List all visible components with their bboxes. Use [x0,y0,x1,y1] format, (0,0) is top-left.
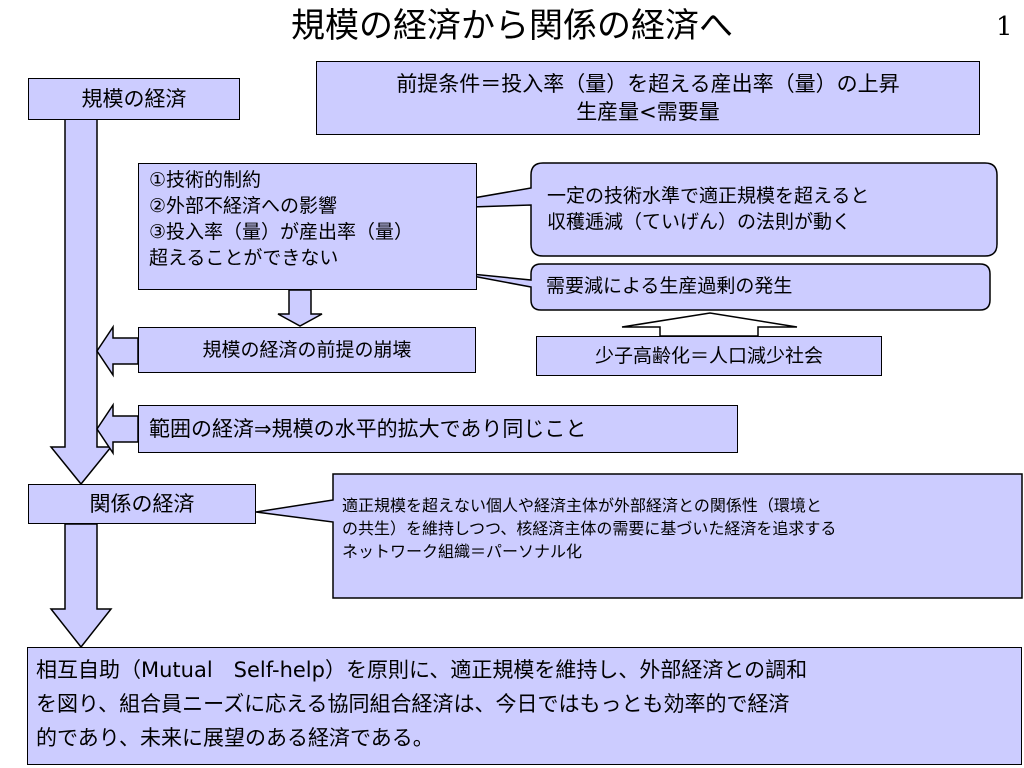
economy-of-relation-label: 関係の経済 [89,492,195,516]
down-arrow-constraints-to-collapse [277,289,323,327]
conclusion-line: 的であり、未来に展望のある経済である。 [36,726,434,750]
diminishing-returns-line: 収穫逓減（ていげん）の法則が動く [547,211,852,233]
premise-line-1: 前提条件＝投入率（量）を超える産出率（量）の上昇 [396,72,900,96]
conclusion-line: 相互自助（Mutual Self-help）を原則に、適正規模を維持し、外部経済… [36,658,808,682]
premise-box: 前提条件＝投入率（量）を超える産出率（量）の上昇 生産量<需要量 [316,61,980,135]
economy-of-scope-box: 範囲の経済⇒規模の水平的拡大であり同じこと [138,405,738,453]
down-arrow-scale-to-relation [49,118,113,486]
constraint-item: 超えることができない [149,247,339,269]
left-arrow-collapse [96,324,139,378]
premise-collapse-label: 規模の経済の前提の崩壊 [202,339,412,361]
diminishing-returns-line: 一定の技術水準で適正規模を超えると [547,185,870,207]
conclusion-box: 相互自助（Mutual Self-help）を原則に、適正規模を維持し、外部経済… [27,647,1022,765]
constraints-box: ①技術的制約 ②外部不経済への影響 ③投入率（量）が産出率（量） 超えることがで… [138,163,477,290]
economy-of-relation-box: 関係の経済 [28,484,256,524]
constraint-item: ②外部不経済への影響 [149,195,338,217]
constraint-item: ③投入率（量）が産出率（量） [149,221,414,243]
economy-of-scale-label: 規模の経済 [81,87,187,111]
constraint-item: ①技術的制約 [149,169,262,191]
page-number: 1 [996,12,1013,42]
aging-society-label: 少子高齢化＝人口減少社会 [594,345,823,367]
premise-line-2: 生産量<需要量 [576,100,720,124]
aging-society-box: 少子高齢化＝人口減少社会 [536,336,882,376]
callout-relation-description [255,473,1023,599]
slide-title: 規模の経済から関係の経済へ [291,6,733,46]
economy-of-scale-box: 規模の経済 [28,78,240,120]
up-arrow-aging-to-overproduction [621,312,798,337]
relation-description-text: 適正規模を超えない個人や経済主体が外部経済との関係性（環境と の共生）を維持しつ… [342,494,1017,563]
callout-diminishing-returns [409,162,998,257]
relation-description-line: ネットワーク組織＝パーソナル化 [342,542,583,561]
diminishing-returns-text: 一定の技術水準で適正規模を超えると 収穫逓減（ていげん）の法則が動く [547,183,987,235]
down-arrow-relation-to-conclusion [49,523,113,649]
overproduction-text: 需要減による生産過剰の発生 [546,275,793,297]
relation-description-line: 適正規模を超えない個人や経済主体が外部経済との関係性（環境と [342,496,822,515]
economy-of-scope-label: 範囲の経済⇒規模の水平的拡大であり同じこと [149,417,587,441]
conclusion-line: を図り、組合員ニーズに応える協同組合経済は、今日ではもっとも効率的で経済 [36,692,790,716]
callout-overproduction [450,263,991,311]
relation-description-line: の共生）を維持しつつ、核経済主体の需要に基づいた経済を追求する [342,519,837,538]
premise-collapse-box: 規模の経済の前提の崩壊 [138,327,476,373]
left-arrow-scope [96,402,139,456]
